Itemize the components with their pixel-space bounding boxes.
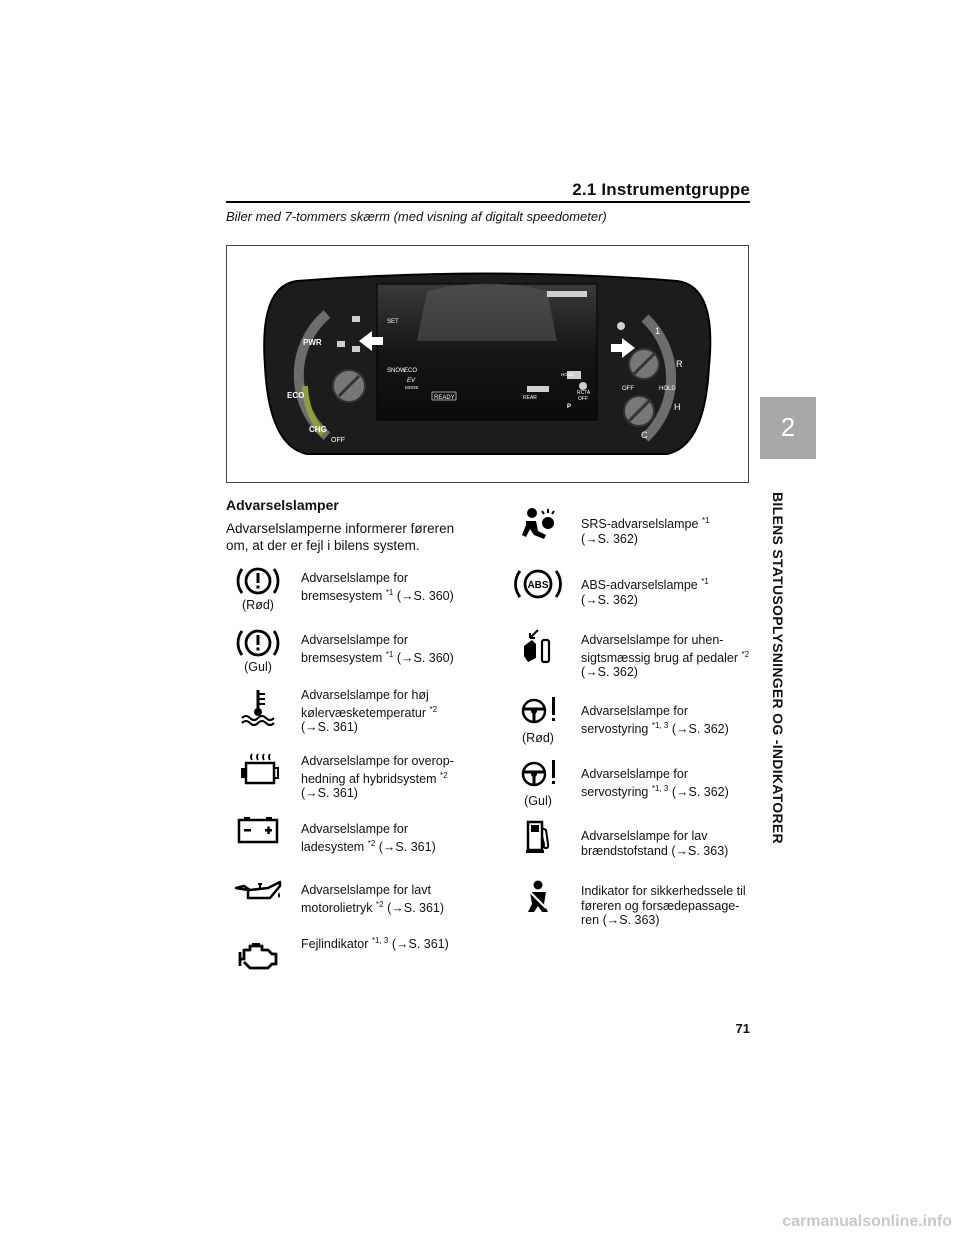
oil-pressure-description: Advarselslampe for lavt motorolietryk *2…: [301, 883, 445, 915]
fuel-description: Advarselslampe for lav brændstofstand (→…: [581, 829, 729, 858]
seatbelt-description: Indikator for sikkerhedssele til føreren…: [581, 884, 746, 927]
gauge-label-1: 1: [655, 326, 660, 336]
gauge-label-h: H: [674, 402, 681, 412]
srs-description: SRS-advarselslampe *1 (→S. 362): [581, 516, 710, 546]
steering-yellow-description: Advarselslampe for servostyring *1, 3 (→…: [581, 767, 729, 799]
color-note: (Rød): [242, 598, 274, 612]
chapter-tab[interactable]: [760, 397, 816, 459]
screen-label-rcta-off: OFF: [578, 396, 588, 402]
battery-icon: [237, 817, 279, 844]
battery-description: Advarselslampe for ladesystem *2 (→S. 36…: [301, 822, 436, 854]
gauge-label-r: R: [676, 359, 683, 369]
brake-warning-icon: [236, 629, 280, 657]
section-title: Advarselslamper: [226, 497, 339, 513]
chapter-number: 2: [780, 412, 796, 442]
hybrid-overheat-description: Advarselslampe for overop- hedning af hy…: [301, 754, 454, 801]
engine-icon: [238, 943, 278, 970]
screen-label-p: P: [567, 404, 571, 410]
gauge-label-c: C: [641, 430, 648, 440]
screen-label-rcta: RCTA: [577, 390, 591, 396]
seatbelt-icon: [528, 880, 548, 912]
gauge-label-off: OFF: [331, 437, 345, 444]
section-header: 2.1 Instrumentgruppe: [572, 180, 750, 199]
page-number: 71: [735, 1021, 750, 1036]
color-note: (Gul): [244, 660, 272, 674]
abs-icon: ABS: [514, 569, 562, 599]
hybrid-overheat-icon: [241, 753, 279, 785]
chapter-title-vertical: BILENS STATUSOPLYSNINGER OG -INDIKATORER: [770, 492, 786, 844]
coolant-description: Advarselslampe for høj kølervæsketempera…: [301, 688, 438, 735]
steering-red-description: Advarselslampe for servostyring *1, 3 (→…: [581, 704, 729, 736]
watermark: carmanualsonline.info: [782, 1213, 952, 1230]
srs-airbag-icon: [522, 508, 555, 539]
screen-label-hold: HOLD: [561, 372, 574, 377]
screen-label-snow: SNOW: [387, 368, 406, 374]
brake-yellow-description: Advarselslampe for bremsesystem *1 (→S. …: [301, 633, 454, 665]
brake-red-description: Advarselslampe for bremsesystem *1 (→S. …: [301, 571, 454, 603]
header-rule: [226, 201, 750, 203]
screen-label-ready: READY: [434, 395, 455, 401]
screen-label-ev: EV: [407, 378, 416, 384]
color-note: (Rød): [522, 731, 554, 745]
color-note: (Gul): [524, 794, 552, 808]
oil-pressure-icon: [234, 880, 282, 900]
screen-label-eco: ECO: [404, 368, 417, 374]
screen-label-mode: MODE: [405, 385, 419, 390]
brake-warning-icon: [236, 567, 280, 595]
pedal-misuse-description: Advarselslampe for uhen- sigtsmæssig bru…: [581, 633, 750, 680]
screen-label-rear: REAR: [523, 395, 537, 401]
pedal-misuse-icon: [524, 629, 551, 664]
screen-label-set: SET: [387, 319, 399, 325]
gauge-label-pwr: PWR: [303, 338, 322, 347]
gauge-label-chg: CHG: [309, 425, 327, 434]
steering-warning-icon: [521, 760, 555, 787]
engine-description: Fejlindikator *1, 3 (→S. 361): [301, 936, 449, 952]
abs-description: ABS-advarselslampe *1 (→S. 362): [581, 577, 709, 607]
steering-warning-icon: [521, 697, 555, 724]
fuel-icon: [526, 820, 550, 853]
abs-icon-text: ABS: [527, 580, 548, 591]
intro-paragraph: Advarselslamperne informerer føreren om,…: [226, 521, 455, 553]
instrument-cluster-illustration: PWR ECO CHG OFF 1 R H C HOLD OFF SET SNO…: [263, 272, 712, 455]
gauge-label-eco: ECO: [287, 391, 304, 400]
coolant-temperature-icon: [241, 690, 275, 726]
gauge-label-right-off: OFF: [622, 386, 634, 392]
instrument-cluster-figure: PWR ECO CHG OFF 1 R H C HOLD OFF SET SNO…: [226, 245, 749, 483]
figure-caption: Biler med 7-tommers skærm (med visning a…: [226, 209, 607, 224]
gauge-label-hold: HOLD: [659, 386, 676, 392]
